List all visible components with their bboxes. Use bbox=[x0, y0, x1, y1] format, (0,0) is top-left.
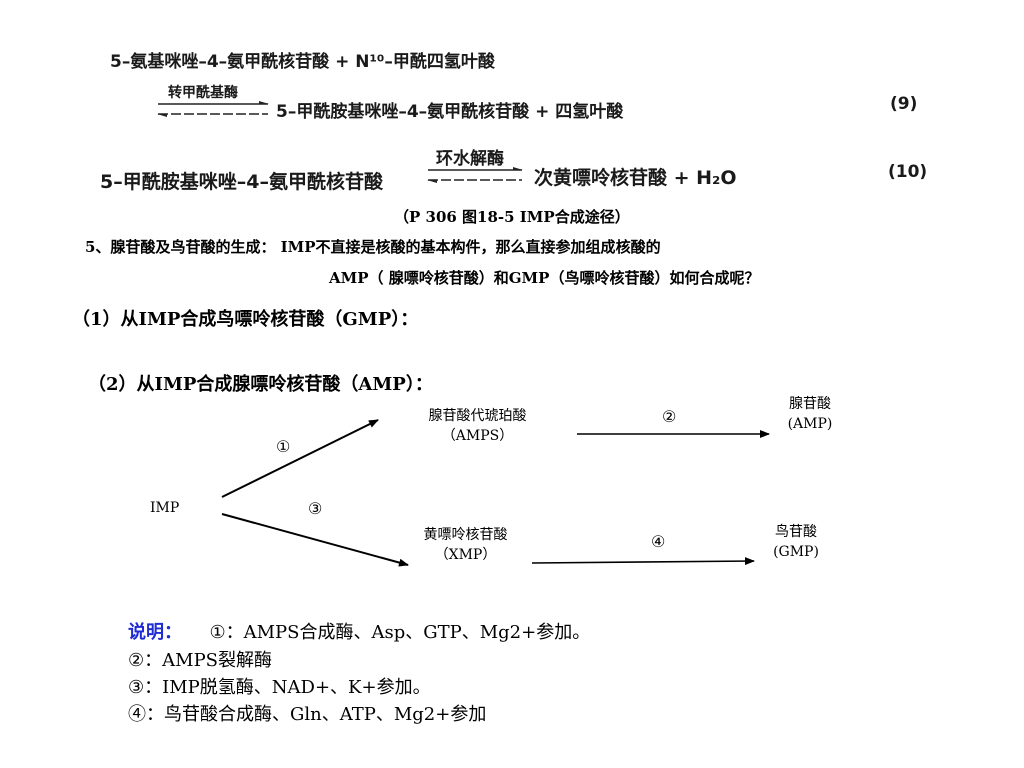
reaction10-products: 次黄嘌呤核苷酸 + H₂O bbox=[534, 167, 737, 189]
notes-line-1: 说明： ①：AMPS合成酶、Asp、GTP、Mg2+参加。 bbox=[128, 618, 590, 644]
step-marker-3: ③ bbox=[308, 499, 323, 518]
arrow-imp-to-amps bbox=[221, 419, 379, 498]
note-step-1: ①：AMPS合成酶、Asp、GTP、Mg2+参加。 bbox=[209, 622, 591, 643]
node-amp: 腺苷酸 (AMP) bbox=[770, 394, 850, 434]
node-gmp-abbr: (GMP) bbox=[773, 544, 819, 560]
figure-caption: （P 306 图18-5 IMP合成途径） bbox=[394, 208, 630, 226]
node-xmp: 黄嘌呤核苷酸 （XMP） bbox=[398, 525, 533, 565]
node-amps: 腺苷酸代琥珀酸 （AMPS） bbox=[400, 406, 555, 446]
arrow-imp-to-xmp bbox=[221, 513, 409, 567]
intro-line-1: 5、腺苷酸及鸟苷酸的生成： IMP不直接是核酸的基本构件，那么直接参加组成核酸的 bbox=[85, 238, 661, 256]
node-amps-abbr: （AMPS） bbox=[441, 428, 514, 444]
node-gmp: 鸟苷酸 (GMP) bbox=[756, 522, 836, 562]
reaction-number-10: (10) bbox=[888, 162, 928, 182]
reaction-number-9: (9) bbox=[890, 94, 918, 114]
step-marker-4: ④ bbox=[651, 532, 666, 551]
node-xmp-abbr: （XMP） bbox=[434, 547, 497, 563]
node-amp-abbr: (AMP) bbox=[787, 416, 833, 432]
notes-label: 说明： bbox=[128, 622, 182, 643]
node-amp-name: 腺苷酸 bbox=[789, 396, 831, 412]
heading-gmp-synthesis: （1）从IMP合成鸟嘌呤核苷酸（GMP）： bbox=[72, 309, 419, 330]
node-xmp-name: 黄嘌呤核苷酸 bbox=[423, 527, 508, 543]
step-marker-1: ① bbox=[276, 437, 291, 456]
note-step-3: ③：IMP脱氢酶、NAD+、K+参加。 bbox=[128, 677, 431, 698]
note-step-2: ②：AMPS裂解酶 bbox=[128, 650, 273, 671]
reaction-line-1: 5–氨基咪唑–4–氨甲酰核苷酸 + N¹⁰–甲酰四氢叶酸 bbox=[110, 52, 495, 72]
reaction9-products: 5–甲酰胺基咪唑–4–氨甲酰核苷酸 + 四氢叶酸 bbox=[276, 102, 624, 122]
arrow-xmp-to-gmp bbox=[531, 557, 755, 566]
enzyme-transformylase-label: 转甲酰基酶 bbox=[168, 85, 238, 101]
note-step-4: ④：鸟苷酸合成酶、Gln、ATP、Mg2+参加 bbox=[128, 704, 487, 725]
reaction10-reactant: 5–甲酰胺基咪唑–4–氨甲酰核苷酸 bbox=[100, 171, 383, 193]
node-gmp-name: 鸟苷酸 bbox=[775, 524, 817, 540]
step-marker-2: ② bbox=[662, 407, 677, 426]
heading-amp-synthesis: （2）从IMP合成腺嘌呤核苷酸（AMP）： bbox=[88, 374, 433, 395]
intro-line-2: AMP（ 腺嘌呤核苷酸）和GMP（鸟嘌呤核苷酸）如何合成呢？ bbox=[329, 269, 760, 287]
node-amps-name: 腺苷酸代琥珀酸 bbox=[428, 408, 527, 424]
node-imp: IMP bbox=[150, 500, 180, 516]
enzyme-cyclohydrolase-label: 环水解酶 bbox=[436, 149, 504, 169]
